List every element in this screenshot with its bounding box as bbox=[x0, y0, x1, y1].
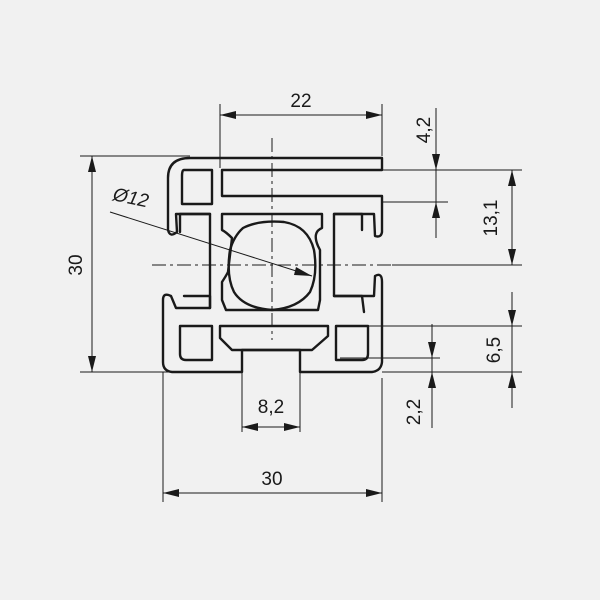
left-notch-bottom bbox=[182, 294, 212, 310]
dim-right-height-bottom: 6,5 bbox=[336, 292, 522, 408]
dim-right-height-bottom-label: 6,5 bbox=[484, 337, 505, 363]
right-notch-top bbox=[332, 212, 364, 232]
bottom-slot bbox=[218, 324, 330, 352]
dim-right-height-top-label: 13,1 bbox=[481, 200, 502, 237]
dim-overall-height: 30 bbox=[66, 155, 190, 373]
dim-right-height-top: 13,1 bbox=[392, 169, 522, 266]
central-core bbox=[220, 212, 324, 312]
dim-overall-width: 30 bbox=[162, 372, 383, 502]
dim-slot-depth: 2,2 bbox=[340, 324, 440, 428]
left-notch-top bbox=[178, 212, 212, 234]
cavity-bottom-left bbox=[178, 324, 214, 362]
dim-flange-thickness-label: 4,2 bbox=[414, 117, 435, 143]
dim-top-width-label: 22 bbox=[290, 91, 311, 112]
central-bore bbox=[227, 220, 317, 312]
dim-overall-width-label: 30 bbox=[261, 469, 282, 490]
dim-flange-thickness: 4,2 bbox=[382, 108, 448, 238]
right-notch-bottom bbox=[332, 294, 366, 314]
cavity-bottom-right bbox=[334, 324, 370, 362]
cavity-top-left bbox=[180, 168, 214, 206]
dim-overall-height-label: 30 bbox=[66, 254, 87, 275]
dim-diameter-label: Ø12 bbox=[110, 184, 151, 212]
dim-slot-width-label: 8,2 bbox=[258, 397, 284, 418]
dim-slot-depth-label: 2,2 bbox=[404, 399, 425, 425]
profile-outer-contour bbox=[161, 156, 384, 374]
center-lines bbox=[152, 138, 392, 340]
dim-slot-width: 8,2 bbox=[241, 372, 301, 432]
dim-top-width: 22 bbox=[219, 91, 383, 168]
